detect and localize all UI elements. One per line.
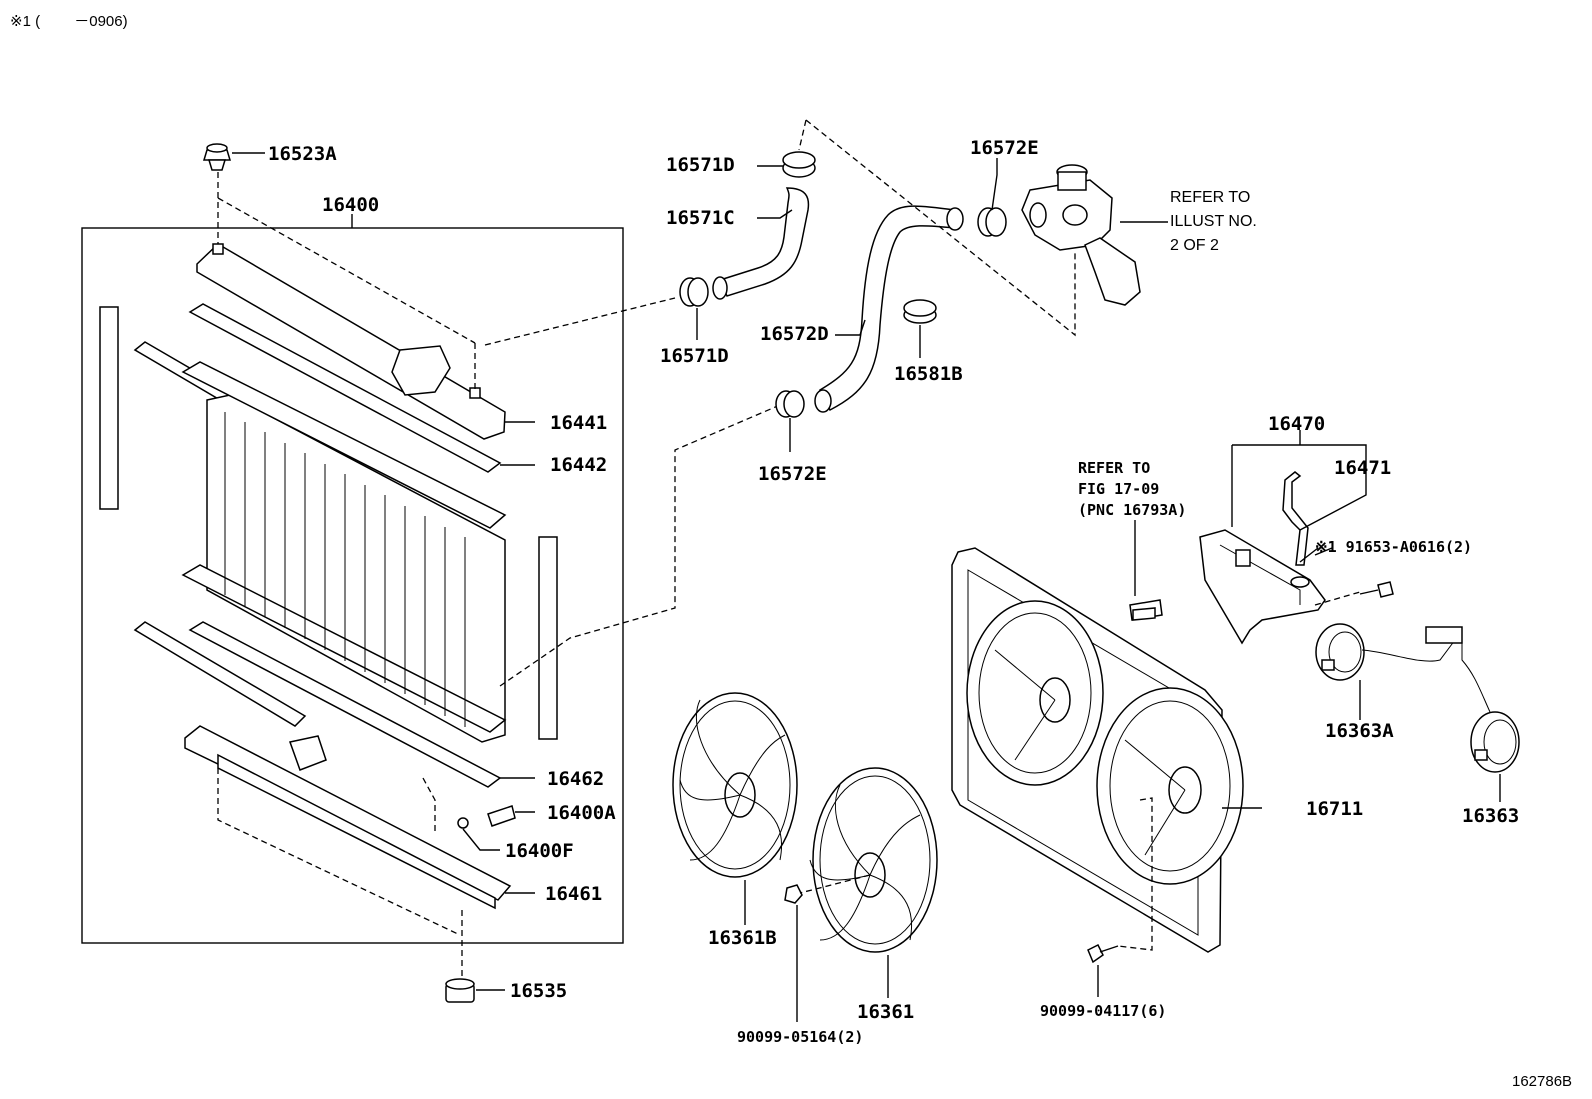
bottom-seal-strip [133,621,307,727]
fan-motor-16363a [1315,623,1463,681]
refer-fig-line-2: FIG 17-09 [1078,480,1159,498]
reservoir-hose [1282,471,1309,566]
label-16711: 16711 [1306,798,1363,820]
radiator-lower-tank [184,725,512,910]
figure-id: 162786B [1512,1073,1572,1090]
left-side-seal [99,306,119,510]
label-16400: 16400 [322,194,379,216]
fan-shroud [951,547,1244,953]
label-16361: 16361 [857,1001,914,1023]
label-16470: 16470 [1268,413,1325,435]
radiator-top-cushion [202,143,232,171]
lower-hose-clamp-top [977,207,1007,237]
label-16442: 16442 [550,454,607,476]
reservoir-screw [1359,581,1394,598]
refer-illust-line-2: ILLUST NO. [1170,213,1257,230]
label-16572d: 16572D [760,323,829,345]
radiator-core [181,361,507,743]
label-91653-a0616: ※1 91653-A0616(2) [1315,538,1472,556]
label-16571d-top: 16571D [666,154,735,176]
label-16535: 16535 [510,980,567,1002]
refer-illust-line-1: REFER TO [1170,189,1250,206]
lower-hose-clamp-bottom [775,390,805,418]
label-16571c: 16571C [666,207,735,229]
label-16572e-bottom: 16572E [758,463,827,485]
label-16523a: 16523A [268,143,337,165]
upper-hose-clamp-top [782,151,816,178]
upper-tank-gasket [188,303,502,473]
radiator-assembly-group [81,214,624,944]
cooling-fan-16361b [672,692,798,878]
refer-fig-line-1: REFER TO [1078,459,1150,477]
refer-illust-line-3: 2 OF 2 [1170,237,1219,254]
label-16363: 16363 [1462,805,1519,827]
label-16572e-top: 16572E [970,137,1039,159]
label-16400a: 16400A [547,802,616,824]
water-inlet-housing [1021,164,1141,306]
label-16461: 16461 [545,883,602,905]
label-16361b: 16361B [708,927,777,949]
fan-motor-16363 [1461,643,1520,773]
right-side-seal [538,536,558,740]
upper-radiator-hose [718,187,810,297]
label-16400f: 16400F [505,840,574,862]
drain-cock-o-ring [457,817,469,829]
upper-hose-clamp-bottom [679,277,709,307]
label-16363a: 16363A [1325,720,1394,742]
radiator-upper-tank [196,243,506,440]
refer-fig-line-3: (PNC 16793A) [1078,501,1186,519]
label-16581b: 16581B [894,363,963,385]
hose-clamp-16581b [903,299,937,324]
fan-nut [784,884,803,904]
label-16462: 16462 [547,768,604,790]
label-90099-05164: 90099-05164(2) [737,1028,863,1046]
drain-cock [487,805,516,827]
label-90099-04117: 90099-04117(6) [1040,1002,1166,1020]
radiator-bottom-cushion [445,978,475,1003]
header-note: ※1 ( －0906) [10,13,128,30]
shroud-bolt [1087,943,1119,964]
coolant-reservoir [1199,529,1326,645]
label-16441: 16441 [550,412,607,434]
cooling-fan-16361 [809,767,938,953]
label-16571d-bottom: 16571D [660,345,729,367]
label-16471: 16471 [1334,457,1391,479]
